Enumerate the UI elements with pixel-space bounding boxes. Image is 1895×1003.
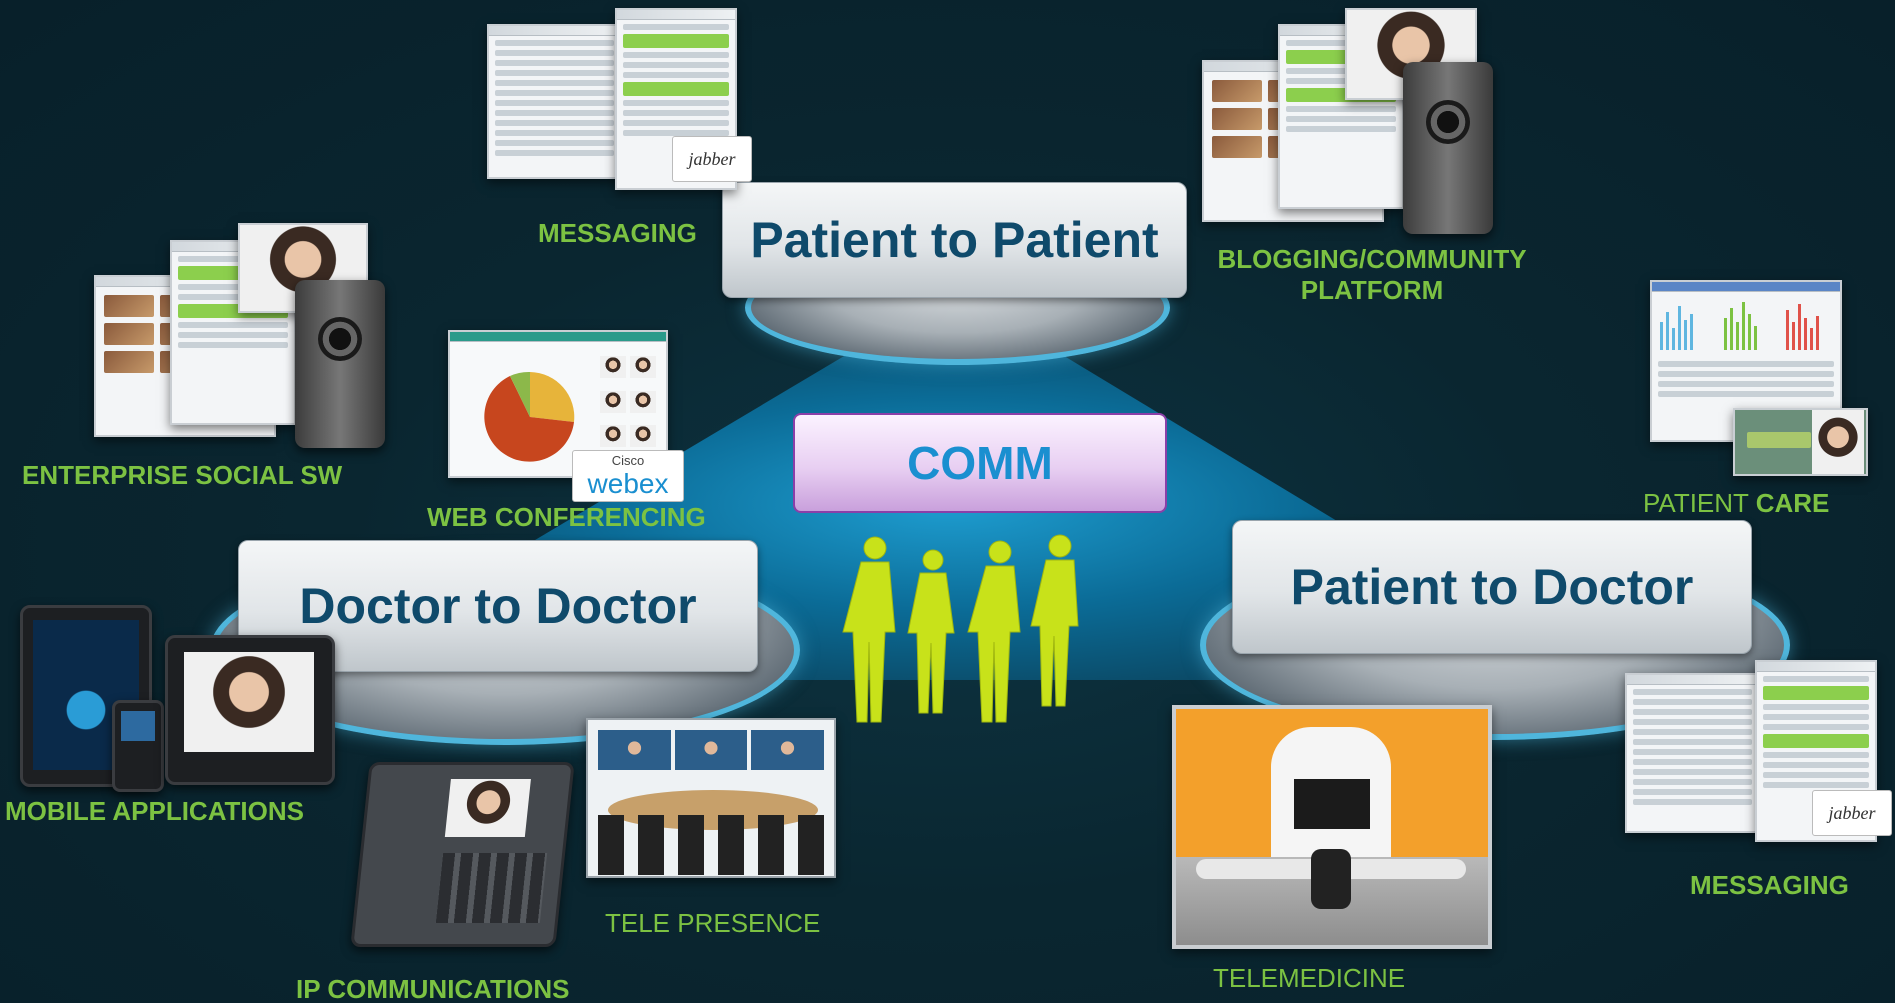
telemedicine-room bbox=[1172, 705, 1492, 949]
jabber-logo: jabber bbox=[672, 136, 752, 182]
telemedicine-label: TELEMEDICINE bbox=[1213, 963, 1406, 993]
pie-chart-icon bbox=[484, 371, 575, 462]
bar-chart-icon bbox=[1660, 302, 1819, 350]
messaging-right-list-window bbox=[1625, 673, 1760, 833]
cisco-logo-text: Cisco bbox=[611, 452, 645, 468]
webex-logo-text: webex bbox=[587, 467, 669, 499]
people-group-icon bbox=[842, 534, 1079, 723]
video-tablet-device bbox=[165, 635, 335, 785]
cisco-webex-logo: Cisco webex bbox=[572, 450, 684, 502]
mobile-applications-label: MOBILE APPLICATIONS bbox=[5, 796, 304, 826]
jabber-logo-text: jabber bbox=[688, 148, 736, 169]
doctor-to-doctor-banner: Doctor to Doctor bbox=[238, 540, 758, 672]
video-camera-icon bbox=[1403, 62, 1493, 234]
blogging-label-line1: BLOGGING/COMMUNITY bbox=[1217, 244, 1527, 274]
comm-title: COMM bbox=[907, 437, 1053, 489]
blogging-label: BLOGGING/COMMUNITY PLATFORM bbox=[1197, 244, 1547, 306]
jabber-logo-right: jabber bbox=[1812, 790, 1892, 836]
patient-to-patient-banner: Patient to Patient bbox=[722, 182, 1187, 298]
patient-care-label-a: PATIENT bbox=[1643, 488, 1756, 518]
messaging-list-window bbox=[487, 24, 622, 179]
jabber-logo-right-text: jabber bbox=[1828, 802, 1876, 823]
smartphone-device bbox=[112, 700, 164, 792]
patient-care-label: PATIENT CARE bbox=[1643, 488, 1829, 519]
comm-box: COMM bbox=[793, 413, 1167, 513]
tele-presence-label: TELE PRESENCE bbox=[605, 908, 821, 938]
patient-care-video-window bbox=[1733, 408, 1868, 476]
telepresence-room bbox=[586, 718, 836, 878]
messaging-top-label: MESSAGING bbox=[538, 218, 697, 248]
patient-to-patient-title: Patient to Patient bbox=[750, 212, 1159, 268]
doctor-to-doctor-title: Doctor to Doctor bbox=[299, 578, 697, 634]
web-conferencing-label: WEB CONFERENCING bbox=[427, 502, 706, 532]
patient-to-doctor-banner: Patient to Doctor bbox=[1232, 520, 1752, 654]
patient-care-label-b: CARE bbox=[1755, 488, 1830, 518]
messaging-right-label: MESSAGING bbox=[1690, 870, 1849, 900]
blogging-label-line2: PLATFORM bbox=[1300, 275, 1444, 305]
ip-phone-device bbox=[350, 762, 575, 947]
enterprise-camera-icon bbox=[295, 280, 385, 448]
patient-to-doctor-title: Patient to Doctor bbox=[1290, 559, 1694, 615]
enterprise-social-label: ENTERPRISE SOCIAL SW bbox=[22, 460, 343, 490]
ip-communications-label: IP COMMUNICATIONS bbox=[296, 974, 570, 1003]
